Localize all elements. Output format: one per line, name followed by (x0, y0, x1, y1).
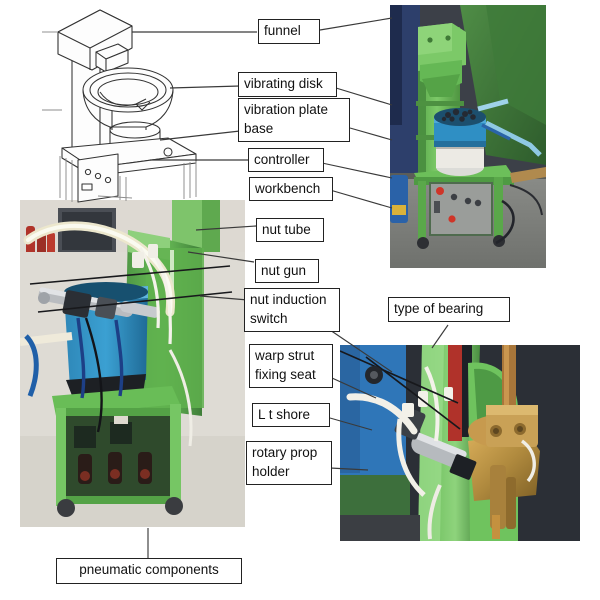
label-controller: controller (248, 148, 324, 172)
label-nut-induction-switch: nut induction switch (244, 288, 340, 332)
photo-feeder-machine (390, 5, 546, 268)
photo-pneumatic-assembly (20, 200, 245, 527)
label-rotary-prop-holder: rotary prop holder (246, 441, 332, 485)
label-vibrating-disk: vibrating disk (238, 72, 337, 97)
label-funnel: funnel (258, 19, 320, 44)
label-workbench: workbench (249, 177, 333, 201)
label-pneumatic-components: pneumatic components (56, 558, 242, 584)
label-vibration-plate-base: vibration plate base (238, 98, 350, 142)
label-type-of-bearing: type of bearing (388, 297, 510, 322)
label-l-t-shore: L t shore (252, 403, 330, 427)
label-nut-tube: nut tube (256, 218, 324, 242)
photo-bearing-closeup (340, 345, 580, 541)
label-warp-strut-fixing-seat: warp strut fixing seat (249, 344, 333, 388)
label-nut-gun: nut gun (255, 259, 319, 283)
